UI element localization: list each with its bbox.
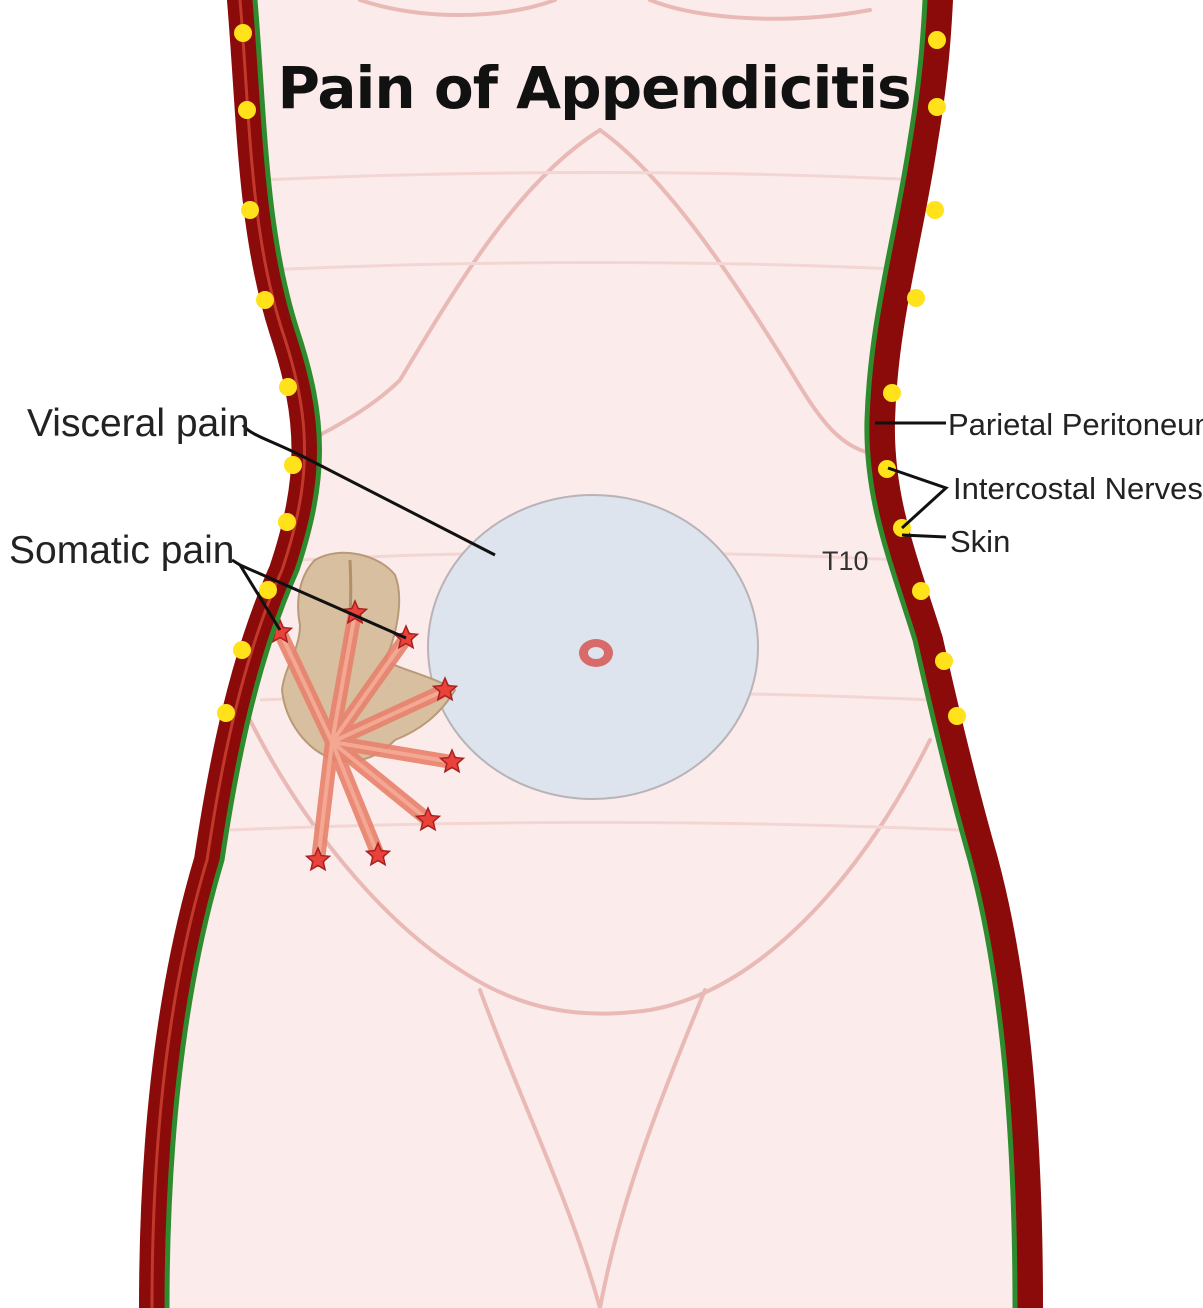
yellow-dot-icon: [928, 31, 946, 49]
star-icon: [414, 806, 442, 832]
yellow-dot-icon: [259, 581, 277, 599]
skin-leader: [901, 533, 947, 539]
star-icon: [438, 748, 466, 774]
somatic-pain-leader-b: [239, 563, 407, 640]
yellow-dot-icon: [238, 101, 256, 119]
yellow-dot-icon: [928, 98, 946, 116]
somatic-pain-label: Somatic pain: [9, 529, 234, 572]
intercostal-nerve-dots: [217, 24, 966, 725]
visceral-pain-leader: [241, 424, 496, 557]
yellow-dot-icon: [907, 289, 925, 307]
parietal-peritoneum-label: Parietal Peritoneum: [948, 407, 1203, 442]
yellow-dot-icon: [935, 652, 953, 670]
yellow-dot-icon: [284, 456, 302, 474]
star-icon: [364, 841, 392, 867]
yellow-dot-icon: [217, 704, 235, 722]
umbilicus-ring-icon: [579, 639, 613, 667]
yellow-dot-icon: [256, 291, 274, 309]
yellow-dot-icon: [878, 460, 896, 478]
star-icon: [431, 676, 459, 702]
intercostal-nerves-leader: [887, 466, 949, 530]
skin-label: Skin: [950, 524, 1010, 559]
star-icon: [304, 846, 332, 872]
leader-lines: [231, 421, 949, 640]
yellow-dot-icon: [912, 582, 930, 600]
yellow-dot-icon: [279, 378, 297, 396]
somatic-nerve-fiber-cores: [278, 611, 454, 862]
yellow-dot-icon: [241, 201, 259, 219]
anatomy-contours: [248, 0, 932, 1308]
yellow-dot-icon: [234, 24, 252, 42]
intercostal-nerves-label: Intercostal Nerves: [953, 471, 1203, 506]
yellow-dot-icon: [926, 201, 944, 219]
yellow-dot-icon: [278, 513, 296, 531]
yellow-dot-icon: [948, 707, 966, 725]
visceral-pain-label: Visceral pain: [27, 402, 250, 445]
diagram-title: Pain of Appendicitis: [277, 54, 910, 122]
dermatome-t10-label: T10: [822, 546, 869, 576]
yellow-dot-icon: [233, 641, 251, 659]
yellow-dot-icon: [883, 384, 901, 402]
